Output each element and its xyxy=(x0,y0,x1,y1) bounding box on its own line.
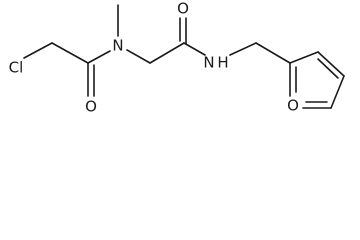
atom-carbonyl-oxygen-1: O xyxy=(85,98,97,116)
bond-furan-c2-c3 xyxy=(289,51,319,64)
atom-amide-hydrogen: H xyxy=(217,54,228,72)
atom-amide-nitrogen-1: N xyxy=(112,37,123,55)
bond-furan-c4-c5 xyxy=(330,75,345,109)
atom-amide-nitrogen-2: N xyxy=(203,54,214,72)
bond-n2-ch2 xyxy=(229,42,257,56)
structure-diagram: Cl O N O N H O xyxy=(9,0,345,116)
atom-carbonyl-oxygen-2: O xyxy=(177,0,189,18)
bond-ch2-carbonyl1 xyxy=(51,42,89,64)
bond-ch2-furan xyxy=(255,42,291,64)
bond-carbonyl2-n2 xyxy=(183,42,206,56)
bond-furan-c3-c4 xyxy=(317,51,345,77)
bond-furan-c3-c4-inner xyxy=(317,58,339,79)
bond-ch2-carbonyl2 xyxy=(149,42,185,64)
atom-furan-oxygen: O xyxy=(287,97,299,115)
bond-cl-ch2 xyxy=(23,42,53,59)
bond-n1-ch2 xyxy=(126,49,151,64)
atom-chlorine: Cl xyxy=(9,59,24,77)
bond-carbonyl1-n1 xyxy=(87,50,111,64)
